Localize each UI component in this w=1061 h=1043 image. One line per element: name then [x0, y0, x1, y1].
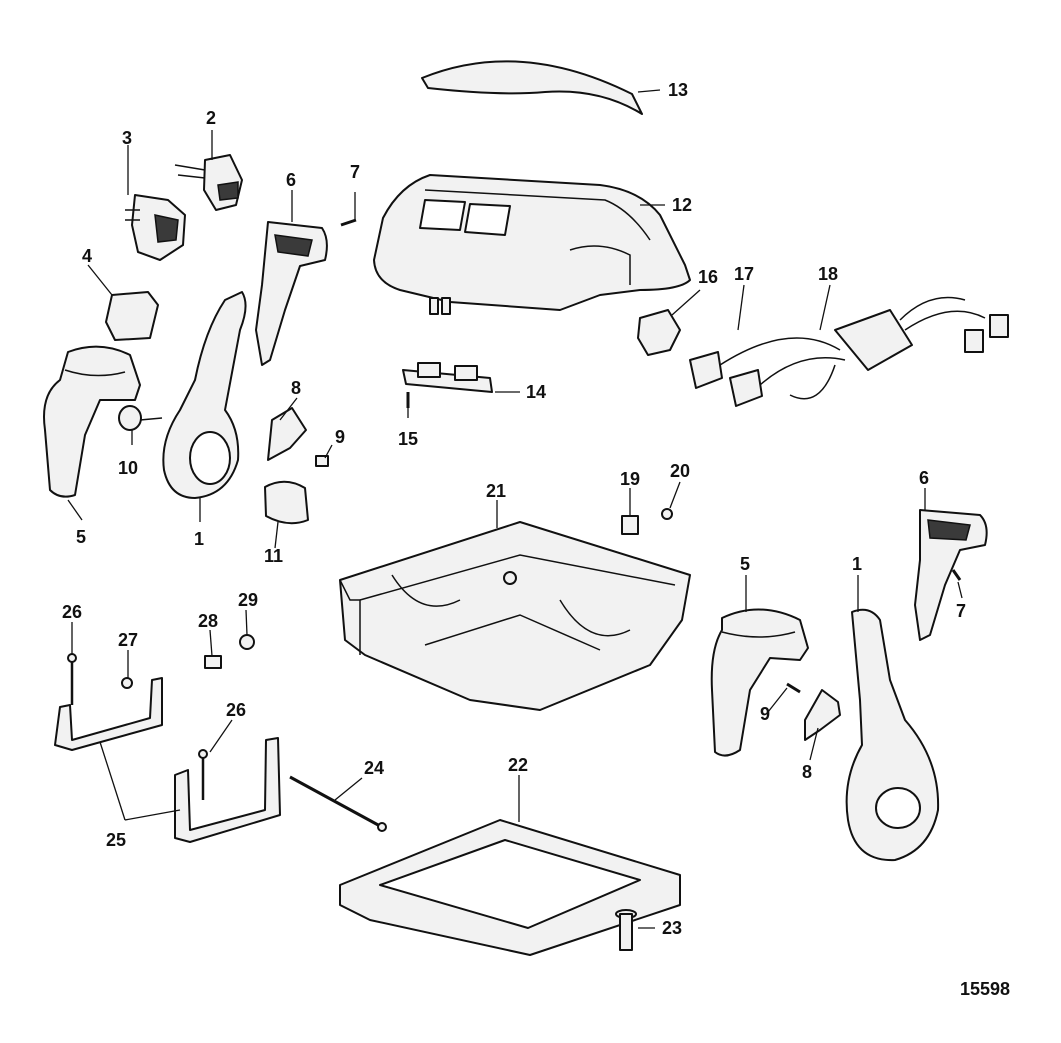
callout-label: 12: [672, 195, 692, 215]
callout-label: 1: [194, 529, 204, 549]
base-housing-21-part: [339, 521, 691, 711]
clip-28-part: [204, 655, 222, 669]
screw-20-part: [661, 508, 673, 520]
screw-26-upper-part: [67, 653, 77, 705]
callout-label: 26: [226, 700, 246, 720]
callout-label: 29: [238, 590, 258, 610]
pin-7-upper-part: [340, 218, 357, 227]
callout-label: 26: [62, 602, 82, 622]
callout-label: 9: [335, 427, 345, 447]
handle-5-right-part: [710, 608, 809, 757]
callout-label: 16: [698, 267, 718, 287]
spacer-8-right-part: [804, 689, 841, 741]
bracket-25-left-part: [54, 677, 163, 751]
callout-label: 7: [956, 601, 966, 621]
callout-label: 23: [662, 918, 682, 938]
callout-label: 8: [802, 762, 812, 782]
callout-label: 24: [364, 758, 384, 778]
callout-label: 14: [526, 382, 546, 402]
lever-1-right-part: [845, 608, 940, 862]
callout-label: 4: [82, 246, 92, 266]
callout-label: 11: [264, 546, 283, 566]
lever-1-left-part: [162, 291, 247, 499]
bracket-6-right-part: [914, 509, 988, 641]
clamp-29-part: [239, 634, 255, 650]
connector-16-part: [637, 309, 681, 356]
pin-7-right-part: [951, 569, 962, 581]
bracket-6-left-part: [255, 221, 328, 366]
rod-24-part: [289, 775, 387, 832]
callout-label: 27: [118, 630, 138, 650]
callout-label: 25: [106, 830, 126, 850]
bracket-14-part: [402, 362, 493, 393]
callout-label: 2: [206, 108, 216, 128]
nut-27-part: [121, 677, 133, 689]
callout-label: 8: [291, 378, 301, 398]
top-cover-part: [421, 60, 643, 115]
bracket-25-right-part: [174, 737, 281, 843]
callout-label: 19: [620, 469, 640, 489]
gasket-22-part: [339, 819, 681, 956]
screw-9-left-part: [315, 455, 329, 467]
connector-2-part: [174, 154, 243, 211]
console-housing-part: [373, 174, 691, 315]
callout-label: 5: [740, 554, 750, 574]
callout-label: 20: [670, 461, 690, 481]
bolt-23-part: [615, 909, 637, 951]
callout-label: 7: [350, 162, 360, 182]
handle-5-left-part: [43, 345, 141, 498]
ring-11-part: [264, 480, 309, 525]
callout-label: 5: [76, 527, 86, 547]
callout-label: 1: [852, 554, 862, 574]
callout-label: 3: [122, 128, 132, 148]
callout-label: 17: [734, 264, 754, 284]
cap-4-part: [105, 291, 159, 341]
clip-19-part: [621, 515, 639, 535]
callout-label: 6: [286, 170, 296, 190]
callout-label: 15: [398, 429, 418, 449]
callout-label: 18: [818, 264, 838, 284]
callout-label: 6: [919, 468, 929, 488]
screw-26-lower-part: [198, 749, 208, 800]
callout-label: 22: [508, 755, 528, 775]
callout-label: 9: [760, 704, 770, 724]
connector-3-part: [125, 194, 186, 261]
leader-lines: [67, 89, 963, 929]
callout-label: 21: [486, 481, 506, 501]
screw-9-right-part: [786, 682, 801, 694]
drawing-number: 15598: [960, 979, 1010, 999]
wire-harness-part: [689, 296, 1009, 407]
callout-label: 28: [198, 611, 218, 631]
callout-label: 13: [668, 80, 688, 100]
spacer-8-left-part: [267, 407, 307, 461]
knob-10-part: [118, 405, 163, 431]
callout-label: 10: [118, 458, 138, 478]
